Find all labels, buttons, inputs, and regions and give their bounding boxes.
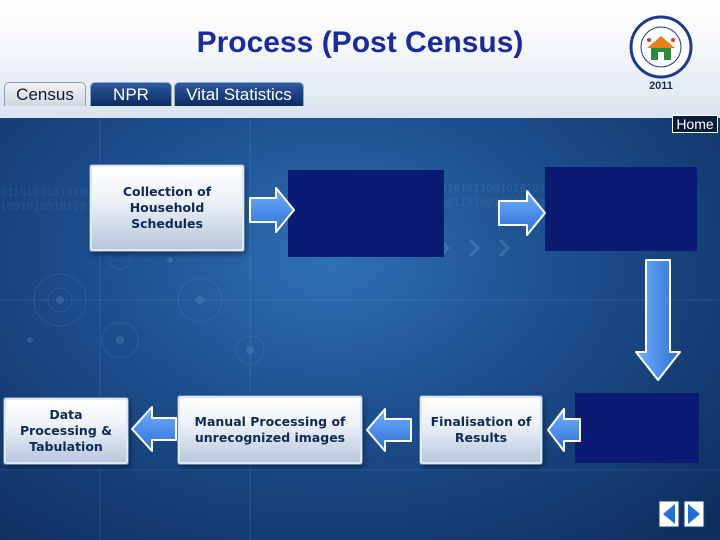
- next-slide-icon[interactable]: [683, 500, 705, 528]
- census-logo-icon: [629, 15, 693, 79]
- arrow-left-icon: [547, 408, 581, 452]
- arrow-down-icon: [635, 259, 681, 381]
- process-box-data-processing: Data Processing & Tabulation: [4, 398, 128, 464]
- arrow-right-icon: [498, 190, 546, 236]
- hidden-box-2: [545, 167, 697, 251]
- svg-text:1001010010110100: 1001010010110100: [0, 200, 106, 213]
- tab-vital-statistics[interactable]: Vital Statistics: [174, 82, 304, 106]
- process-label-collection: Collection of Household Schedules: [122, 184, 212, 231]
- arrow-right-icon: [249, 187, 295, 233]
- logo-year: 2011: [649, 80, 673, 92]
- process-box-manual: Manual Processing of unrecognized images: [178, 396, 362, 464]
- svg-text:01010110010101010: 01010110010101010: [440, 182, 553, 195]
- previous-slide-icon[interactable]: [658, 500, 680, 528]
- hidden-box-3: [575, 393, 699, 463]
- process-label-manual: Manual Processing of unrecognized images: [194, 414, 346, 445]
- arrow-left-icon: [131, 406, 177, 452]
- home-button[interactable]: Home: [672, 115, 718, 133]
- process-box-finalisation: Finalisation of Results: [420, 396, 542, 464]
- tab-census[interactable]: Census: [4, 82, 86, 106]
- tab-npr[interactable]: NPR: [90, 82, 172, 106]
- process-box-collection: Collection of Household Schedules: [90, 165, 244, 251]
- page-title: Process (Post Census): [196, 26, 524, 59]
- svg-text:0110100101010011: 0110100101010011: [0, 186, 106, 199]
- process-label-data-processing: Data Processing & Tabulation: [19, 407, 113, 454]
- arrow-left-icon: [366, 408, 412, 452]
- hidden-box-1: [288, 170, 444, 257]
- process-label-finalisation: Finalisation of Results: [430, 414, 532, 445]
